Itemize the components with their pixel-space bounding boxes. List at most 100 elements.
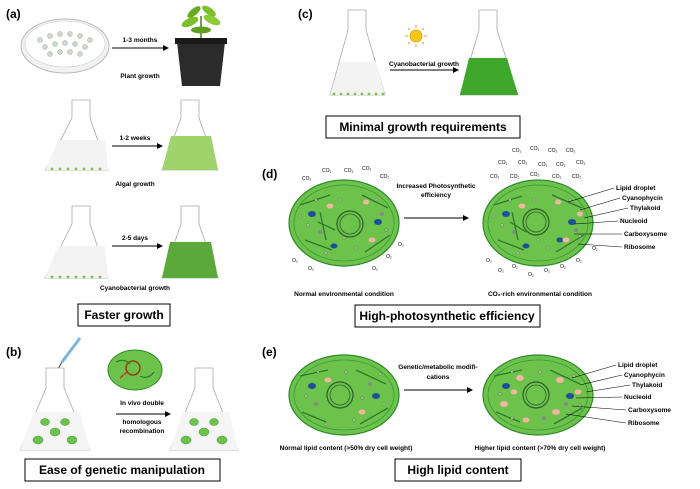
svg-text:CO₂: CO₂ <box>518 160 528 166</box>
genetic-manipulation-title: Ease of genetic manipulation <box>39 463 205 477</box>
potted-plant-icon <box>175 5 227 86</box>
cell-parts-d <box>567 187 629 248</box>
part-lipid-droplet-e: Lipid droplet <box>618 362 658 369</box>
svg-text:O₂: O₂ <box>560 264 566 270</box>
algal-growth-caption: Algal growth <box>115 181 154 188</box>
panel-b-label: (b) <box>6 345 21 359</box>
o2-labels-right: O₂ O₂ O₂ O₂ O₂ O₂ O₂ O₂ <box>486 246 598 278</box>
faster-growth-title: Faster growth <box>84 308 163 322</box>
svg-text:CO₂: CO₂ <box>566 148 576 154</box>
svg-text:CO₂: CO₂ <box>510 174 520 180</box>
cell-normal-lipid <box>288 354 400 436</box>
svg-text:O₂: O₂ <box>398 242 404 248</box>
cell-co2-rich-d <box>482 179 594 267</box>
cyano-growth-c-label: Cyanobacterial growth <box>389 61 459 68</box>
part-lipid-droplet-d: Lipid droplet <box>616 185 656 192</box>
svg-text:CO₂: CO₂ <box>512 148 522 154</box>
svg-text:O₂: O₂ <box>498 268 504 274</box>
svg-text:CO₂: CO₂ <box>380 174 390 180</box>
cell-high-lipid <box>482 354 594 436</box>
svg-text:CO₂: CO₂ <box>572 174 582 180</box>
cell-normal-d <box>288 179 400 267</box>
svg-text:CO₂: CO₂ <box>552 174 562 180</box>
svg-text:O₂: O₂ <box>308 266 314 272</box>
panel-d-label: (d) <box>262 167 277 181</box>
genetic-modifications-text-2: cations <box>427 374 450 381</box>
part-cyanophycin-e: Cyanophycin <box>624 372 665 379</box>
recombination-text-2: homologous <box>123 419 162 426</box>
transformation-flask <box>19 367 91 451</box>
higher-lipid-caption: Higher lipid content (>70% dry cell weig… <box>475 445 606 452</box>
normal-lipid-caption: Normal lipid content (>50% dry cell weig… <box>280 445 413 452</box>
high-lipid-title: High lipid content <box>407 463 508 477</box>
svg-text:O₂: O₂ <box>512 264 518 270</box>
empty-flask-cyano <box>44 205 109 279</box>
minimal-requirements-box <box>325 115 521 139</box>
svg-text:O₂: O₂ <box>592 246 598 252</box>
svg-text:CO₂: CO₂ <box>548 148 558 154</box>
sun-icon <box>405 25 427 47</box>
svg-text:O₂: O₂ <box>486 258 492 264</box>
recombination-text-1: In vivo double <box>120 400 164 407</box>
pipette-icon <box>55 337 82 373</box>
svg-text:CO₂: CO₂ <box>362 166 372 172</box>
part-cyanophycin-d: Cyanophycin <box>622 195 663 202</box>
svg-text:CO₂: CO₂ <box>530 146 540 152</box>
cyano-growth-caption: Cyanobacterial growth <box>100 285 170 292</box>
part-thylakoid-d: Thylakoid <box>630 205 660 212</box>
flask-c-empty <box>329 9 386 96</box>
svg-text:O₂: O₂ <box>372 266 378 272</box>
part-carboxysome-e: Carboxysome <box>628 407 671 414</box>
part-carboxysome-d: Carboxysome <box>624 231 667 238</box>
increased-photosynthetic-text-2: efficiency <box>421 192 451 199</box>
petri-dish-icon <box>20 18 110 74</box>
svg-text:CO₂: CO₂ <box>538 162 548 168</box>
minimal-requirements-title: Minimal growth requirements <box>339 120 507 134</box>
cyano-culture-flask <box>161 205 219 279</box>
cell-parts-e <box>565 364 631 424</box>
part-ribosome-e: Ribosome <box>628 420 660 427</box>
faster-growth-box <box>77 303 171 327</box>
plant-arrow-label: 1-3 months <box>123 37 158 44</box>
empty-flask-algal <box>44 99 109 171</box>
svg-text:CO₂: CO₂ <box>490 174 500 180</box>
panel-e-label: (e) <box>262 345 277 359</box>
co2-labels-right: CO₂ CO₂ CO₂ CO₂ CO₂ CO₂ CO₂ CO₂ CO₂ CO₂ … <box>490 146 586 180</box>
transformed-flask <box>169 367 239 451</box>
genetic-modifications-text-1: Genetic/metabolic modifi- <box>398 364 477 371</box>
algal-arrow-label: 1-2 weeks <box>120 135 151 142</box>
recombination-cell <box>107 349 163 391</box>
genetic-manipulation-box <box>24 458 221 482</box>
part-nucleoid-d: Nucleoid <box>620 218 647 225</box>
co2-labels-left: CO₂ CO₂ CO₂ CO₂ CO₂ <box>302 166 390 182</box>
svg-text:CO₂: CO₂ <box>530 172 540 178</box>
part-ribosome-d: Ribosome <box>624 244 656 251</box>
panel-c-label: (c) <box>298 7 313 21</box>
plant-growth-caption: Plant growth <box>120 73 159 80</box>
recombination-text-3: recombination <box>120 428 165 435</box>
photosynthetic-efficiency-title: High-photosynthetic efficiency <box>359 309 535 323</box>
algal-culture-flask <box>161 99 219 171</box>
svg-text:O₂: O₂ <box>292 258 298 264</box>
svg-text:O₂: O₂ <box>386 254 392 260</box>
normal-condition-caption: Normal environmental condition <box>294 291 394 298</box>
o2-labels-left: O₂ O₂ O₂ O₂ O₂ <box>292 242 404 272</box>
co2-rich-condition-caption: CO₂-rich environmental condition <box>488 291 592 298</box>
svg-text:CO₂: CO₂ <box>322 168 332 174</box>
svg-text:CO₂: CO₂ <box>344 168 354 174</box>
part-nucleoid-e: Nucleoid <box>624 394 651 401</box>
svg-text:CO₂: CO₂ <box>556 162 566 168</box>
panel-a-label: (a) <box>6 7 21 21</box>
svg-text:CO₂: CO₂ <box>302 176 312 182</box>
svg-text:O₂: O₂ <box>528 272 534 278</box>
photosynthetic-efficiency-box <box>354 304 541 328</box>
svg-text:O₂: O₂ <box>544 268 550 274</box>
flask-c-grown <box>459 9 519 96</box>
svg-text:O₂: O₂ <box>576 258 582 264</box>
part-thylakoid-e: Thylakoid <box>632 382 662 389</box>
increased-photosynthetic-text-1: Increased Photosynthetic <box>396 183 475 190</box>
svg-text:CO₂: CO₂ <box>576 160 586 166</box>
cyano-arrow-label: 2-5 days <box>122 235 148 242</box>
high-lipid-box <box>394 458 522 482</box>
